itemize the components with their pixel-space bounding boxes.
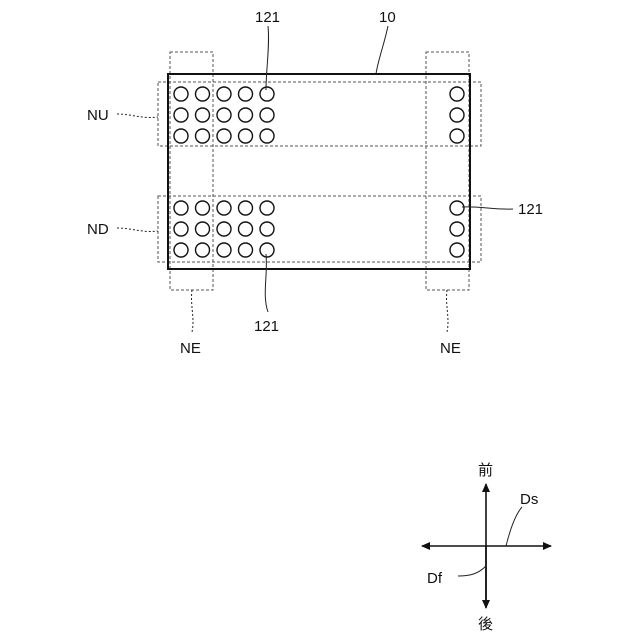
label-ne-right: NE xyxy=(440,340,461,357)
hole-upper-left-r3c4 xyxy=(239,129,253,143)
hole-upper-left-r2c1 xyxy=(174,108,188,122)
hole-upper-right-r1c1 xyxy=(450,87,464,101)
leader-121-bottom xyxy=(265,254,268,312)
hole-lower-left-r2c1 xyxy=(174,222,188,236)
hole-lower-left-r1c4 xyxy=(239,201,253,215)
label-121-right: 121 xyxy=(518,201,543,218)
hole-lower-left-r2c4 xyxy=(239,222,253,236)
hole-upper-left-r3c5 xyxy=(260,129,274,143)
hole-upper-left-r2c5 xyxy=(260,108,274,122)
hole-lower-right-r3c1 xyxy=(450,243,464,257)
label-nu: NU xyxy=(87,107,109,124)
leader-10 xyxy=(376,26,388,74)
leader-df xyxy=(458,566,486,576)
leader-121-top xyxy=(266,26,269,90)
hole-lower-left-r1c5 xyxy=(260,201,274,215)
hole-upper-left-r2c3 xyxy=(217,108,231,122)
hole-array xyxy=(174,87,464,257)
hole-lower-left-r1c2 xyxy=(196,201,210,215)
leader-nu xyxy=(117,114,158,117)
label-rear: 後 xyxy=(478,615,493,633)
hole-lower-left-r2c2 xyxy=(196,222,210,236)
leader-ne-left xyxy=(192,290,193,332)
hole-lower-left-r3c5 xyxy=(260,243,274,257)
hole-upper-left-r1c4 xyxy=(239,87,253,101)
hole-lower-left-r3c3 xyxy=(217,243,231,257)
hole-upper-left-r2c4 xyxy=(239,108,253,122)
hole-lower-right-r2c1 xyxy=(450,222,464,236)
label-df: Df xyxy=(427,570,443,587)
hole-upper-left-r1c1 xyxy=(174,87,188,101)
hole-upper-left-r3c2 xyxy=(196,129,210,143)
label-10: 10 xyxy=(379,9,396,26)
hole-lower-left-r3c4 xyxy=(239,243,253,257)
label-ne-left: NE xyxy=(180,340,201,357)
hole-upper-left-r2c2 xyxy=(196,108,210,122)
leader-nd xyxy=(117,228,158,231)
hole-lower-left-r2c3 xyxy=(217,222,231,236)
hole-lower-left-r1c1 xyxy=(174,201,188,215)
hole-upper-right-r3c1 xyxy=(450,129,464,143)
hole-upper-right-r2c1 xyxy=(450,108,464,122)
leader-ne-right xyxy=(447,290,448,332)
leader-ds xyxy=(506,507,522,546)
label-ds: Ds xyxy=(520,491,538,508)
label-121-bottom: 121 xyxy=(254,318,279,335)
hole-upper-left-r1c2 xyxy=(196,87,210,101)
hole-upper-left-r3c3 xyxy=(217,129,231,143)
label-121-top: 121 xyxy=(255,9,280,26)
hole-upper-left-r1c3 xyxy=(217,87,231,101)
hole-lower-left-r3c1 xyxy=(174,243,188,257)
label-nd: ND xyxy=(87,221,109,238)
hole-lower-right-r1c1 xyxy=(450,201,464,215)
hole-lower-left-r2c5 xyxy=(260,222,274,236)
hole-lower-left-r3c2 xyxy=(196,243,210,257)
label-front: 前 xyxy=(478,461,493,479)
hole-upper-left-r3c1 xyxy=(174,129,188,143)
hole-lower-left-r1c3 xyxy=(217,201,231,215)
hole-upper-left-r1c5 xyxy=(260,87,274,101)
